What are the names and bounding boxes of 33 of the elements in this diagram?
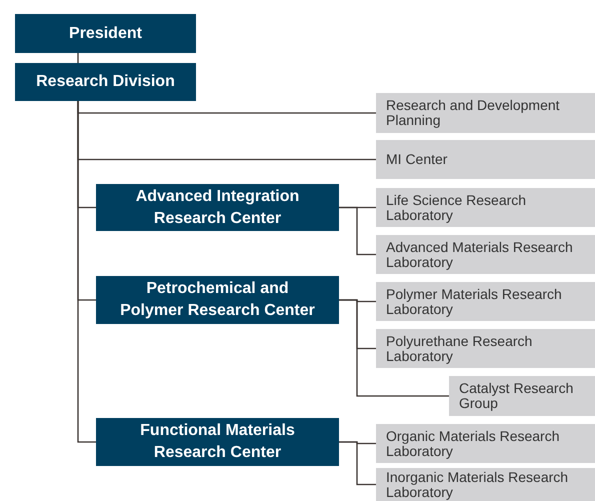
department-box xyxy=(376,282,595,321)
department-box xyxy=(376,140,595,179)
department-box xyxy=(376,329,595,368)
department-box xyxy=(376,468,595,501)
unit-box xyxy=(96,418,339,466)
unit-name: Petrochemical and Polymer Research Center xyxy=(119,279,316,321)
connector-line xyxy=(339,299,449,397)
unit-name: Catalyst Research Group xyxy=(459,381,574,411)
unit-name: Organic Materials Research Laboratory xyxy=(386,428,561,458)
department-box xyxy=(449,376,595,416)
unit-box xyxy=(15,14,196,53)
unit-name: Research Division xyxy=(36,72,175,92)
unit-name: President xyxy=(69,24,142,44)
unit-name: MI Center xyxy=(386,152,448,167)
unit-box xyxy=(96,184,339,231)
unit-name: Research and Development Planning xyxy=(386,98,561,128)
connector-line xyxy=(339,206,376,256)
department-box xyxy=(376,235,595,274)
unit-name: Polymer Materials Research Laboratory xyxy=(386,286,563,316)
unit-name: Advanced Integration Research Center xyxy=(134,186,300,228)
department-box xyxy=(376,188,595,227)
unit-name: Advanced Materials Research Laboratory xyxy=(386,240,574,270)
unit-box xyxy=(15,63,196,101)
department-box xyxy=(376,424,595,463)
department-box xyxy=(376,93,595,133)
unit-name: Life Science Research Laboratory xyxy=(386,192,528,222)
connector-line xyxy=(339,441,376,486)
connector-line xyxy=(77,101,96,443)
unit-box xyxy=(96,276,339,324)
unit-name: Functional Materials Research Center xyxy=(139,421,296,463)
unit-name: Inorganic Materials Research Laboratory xyxy=(386,470,570,500)
connector-line xyxy=(77,53,79,63)
unit-name: Polyurethane Research Laboratory xyxy=(386,334,534,364)
